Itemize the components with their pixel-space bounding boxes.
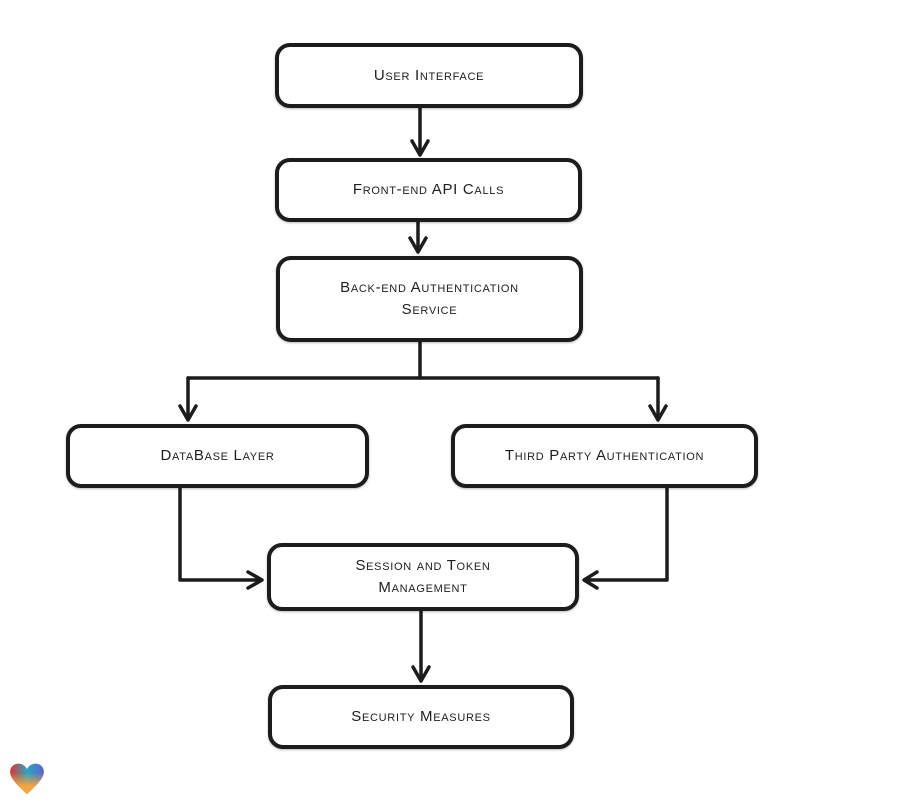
node-front-end-api-calls: Front-end API Calls: [275, 158, 582, 222]
edge-back-end-authentication-service-branch: [178, 340, 668, 422]
node-security-measures-label: Security Measures: [351, 708, 491, 726]
node-third-party-authentication-label: Third Party Authentication: [504, 447, 705, 465]
heart-shape-overlay: [10, 763, 44, 795]
node-session-and-token-management-label: Session and Token Management: [355, 557, 491, 596]
node-front-end-api-calls-label: Front-end API Calls: [352, 181, 505, 199]
node-database-layer-label: DataBase Layer: [160, 447, 275, 465]
node-back-end-authentication-service-label: Back-end Authentication Service: [340, 279, 519, 318]
edge-third-party-authentication-to-session-and-token-management: [582, 485, 669, 590]
edge-user-interface-to-front-end-api-calls: [410, 106, 430, 157]
node-session-and-token-management: Session and Token Management: [267, 543, 579, 611]
edge-database-layer-to-session-and-token-management: [178, 486, 264, 590]
edge-front-end-api-calls-to-back-end-authentication-service: [408, 220, 428, 254]
node-security-measures: Security Measures: [268, 685, 574, 749]
node-back-end-authentication-service: Back-end Authentication Service: [276, 256, 583, 342]
edge-session-and-token-management-to-security-measures: [411, 609, 431, 683]
node-database-layer: DataBase Layer: [66, 424, 369, 488]
node-third-party-authentication: Third Party Authentication: [451, 424, 758, 488]
node-user-interface: User Interface: [275, 43, 583, 108]
node-user-interface-label: User Interface: [373, 66, 485, 84]
heart-logo: [10, 763, 44, 795]
